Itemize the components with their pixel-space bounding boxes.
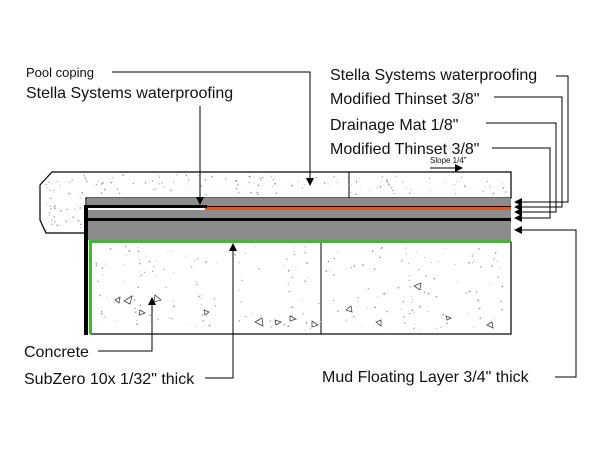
slope-indicator: Slope 1/4" <box>430 156 467 172</box>
drainage-mat-leader <box>486 122 557 216</box>
thinset-1-leader <box>494 96 563 211</box>
concrete-label: Concrete <box>24 344 89 361</box>
subzero-waterproofing-side <box>89 240 92 334</box>
stella-membrane-lower <box>87 218 511 221</box>
stella-membrane-vertical <box>84 205 88 335</box>
drainage-mat-label: Drainage Mat 1/8" <box>330 117 458 134</box>
modified-thinset-top-layer <box>87 198 511 207</box>
concrete-stipple <box>95 245 504 331</box>
modified-thinset-lower-layer <box>87 210 511 218</box>
concrete-leader <box>98 297 156 352</box>
stella-right-label: Stella Systems waterproofing <box>330 67 537 84</box>
mud-floating-leader <box>514 226 577 378</box>
pool-coping-label: Pool coping <box>26 65 94 80</box>
mud-floating-label: Mud Floating Layer 3/4" thick <box>322 369 530 386</box>
stella-left-label: Stella Systems waterproofing <box>26 85 233 102</box>
aggregate-triangles <box>114 282 494 329</box>
slope-label: Slope 1/4" <box>430 156 467 165</box>
subzero-waterproofing-edge <box>89 240 511 243</box>
subzero-label: SubZero 10x 1/32" thick <box>24 371 195 388</box>
drainage-mat-layer <box>205 207 511 210</box>
modified-thinset-2-label: Modified Thinset 3/8" <box>330 141 479 158</box>
stella-right-leader <box>514 75 569 206</box>
pool-coping-leader <box>112 71 314 186</box>
stella-membrane-horizontal <box>84 205 207 208</box>
coping-stipple <box>45 174 507 232</box>
mud-floating-layer <box>87 221 511 240</box>
thinset-2-leader <box>492 147 551 222</box>
leader-lines <box>98 71 577 379</box>
modified-thinset-1-label: Modified Thinset 3/8" <box>330 91 479 108</box>
subzero-leader <box>205 243 237 379</box>
layer-stack <box>84 198 511 335</box>
concrete-slab <box>90 241 512 335</box>
